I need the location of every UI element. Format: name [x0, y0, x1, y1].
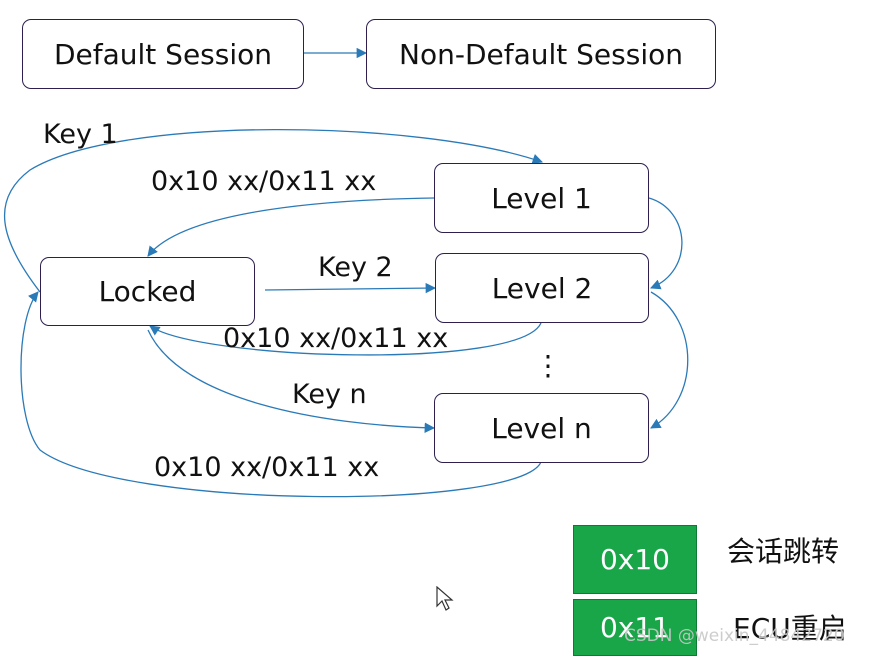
arrow-reset-level1 [147, 197, 435, 257]
ellipsis-vertical: ⋮ [534, 349, 562, 382]
edge-label-key1: Key 1 [43, 119, 118, 150]
node-level-1: Level 1 [434, 163, 649, 233]
node-level-n: Level n [434, 393, 649, 463]
edge-label-reset-level1: 0x10 xx/0x11 xx [151, 166, 377, 197]
mouse-cursor-icon [436, 586, 454, 611]
legend-code-0x10: 0x10 [573, 525, 697, 594]
arrow-level2-to-leveln [650, 291, 689, 429]
watermark: CSDN @weixin_44842720 [624, 626, 845, 646]
edge-label-keyn: Key n [292, 379, 367, 410]
edge-label-reset-level2: 0x10 xx/0x11 xx [223, 323, 449, 354]
edge-label-key2: Key 2 [318, 252, 393, 283]
arrow-reset-level2 [149, 322, 542, 356]
legend-desc-0x10: 会话跳转 [727, 535, 840, 568]
arrow-key1 [3, 128, 543, 293]
node-locked: Locked [40, 257, 255, 326]
legend-desc-0x11: ECU重启 [733, 612, 847, 645]
node-default-session: Default Session [22, 19, 304, 89]
arrow-keyn [147, 329, 436, 433]
node-level-2: Level 2 [435, 253, 649, 323]
edge-label-reset-leveln: 0x10 xx/0x11 xx [154, 452, 380, 483]
node-non-default-session: Non-Default Session [366, 19, 716, 89]
arrow-key2 [264, 282, 437, 294]
arrow-level1-to-level2 [648, 197, 683, 290]
arrow-reset-leveln [20, 291, 542, 498]
